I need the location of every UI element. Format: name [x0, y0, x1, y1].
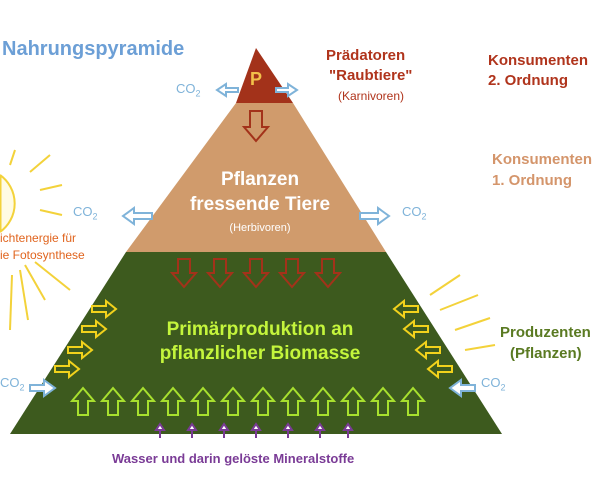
primary-production-title-2: pflanzlicher Biomasse [159, 343, 361, 364]
co2-label-top-left: CO2 [176, 81, 201, 99]
sunlight-label: ichtenergie für [0, 231, 77, 245]
co2-arrows [29, 82, 476, 398]
consumer-2nd-order-label-2: 2. Ordnung [488, 72, 568, 89]
sunlight-arrows-right [392, 298, 453, 380]
arrow-down-top [241, 110, 271, 143]
herbivores-title: Pflanzen [220, 169, 300, 190]
sun-icon [0, 174, 16, 233]
predators-label: Prädatoren [326, 47, 406, 64]
consumer-1st-order-label: Konsumenten [492, 151, 593, 168]
primary-production-title: Primärproduktion an [166, 319, 354, 340]
predators-label-2: "Raubtiere" [329, 67, 413, 84]
pyramid-middle-tier [126, 103, 386, 252]
water-minerals-label: Wasser und darin gelöste Mineralstoffe [112, 451, 355, 466]
herbivores-subtitle: (Herbivoren) [229, 222, 291, 234]
co2-label-bottom-right: CO2 [481, 375, 506, 393]
arrows-down-middle [169, 258, 343, 289]
herbivores-title-2: fressende Tiere [189, 194, 331, 215]
top-tier-symbol: P [249, 69, 262, 89]
producers-label: Produzenten [500, 324, 591, 341]
co2-label-middle-right: CO2 [402, 204, 427, 222]
water-uptake-arrows [69, 386, 427, 416]
sun-rays-right [429, 274, 496, 351]
pyramid-bottom-tier [10, 252, 502, 434]
mineral-arrows [154, 422, 354, 438]
consumer-1st-order-label-2: 1. Ordnung [492, 172, 572, 189]
diagram-title: Nahrungspyramide [2, 38, 185, 60]
predators-label-3: (Karnivoren) [338, 89, 405, 103]
sun-rays-left [9, 149, 71, 331]
consumer-2nd-order-label: Konsumenten [488, 52, 589, 69]
sunlight-arrows-left [54, 298, 118, 380]
co2-label-bottom-left: CO2 [0, 375, 25, 393]
producers-label-2: (Pflanzen) [510, 345, 582, 362]
sunlight-label-2: ie Fotosynthese [0, 248, 85, 262]
co2-label-middle-left: CO2 [73, 204, 98, 222]
